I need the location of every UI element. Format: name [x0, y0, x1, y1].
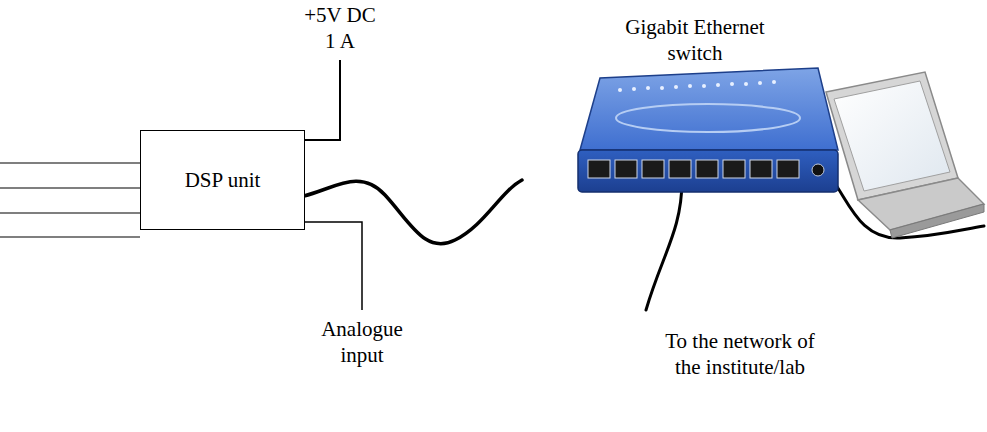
callout-label: +5V DC: [280, 2, 400, 28]
network-cable: [646, 180, 682, 310]
process-box: DSP unit: [140, 130, 305, 230]
analogue-wire: [304, 222, 362, 310]
box-label: DSP unit: [185, 168, 261, 192]
ethernet-switch: [578, 68, 838, 192]
callout-label: Gigabit Ethernet switch: [610, 14, 780, 66]
power-wire: [304, 60, 340, 140]
callout-label: To the network of the institute/lab: [664, 328, 816, 380]
callout-label: 1 A: [300, 28, 380, 54]
input-wires: [0, 163, 140, 237]
callout-label: Analogue input: [307, 316, 417, 368]
ethernet-cable: [304, 180, 522, 244]
laptop: [826, 72, 984, 238]
